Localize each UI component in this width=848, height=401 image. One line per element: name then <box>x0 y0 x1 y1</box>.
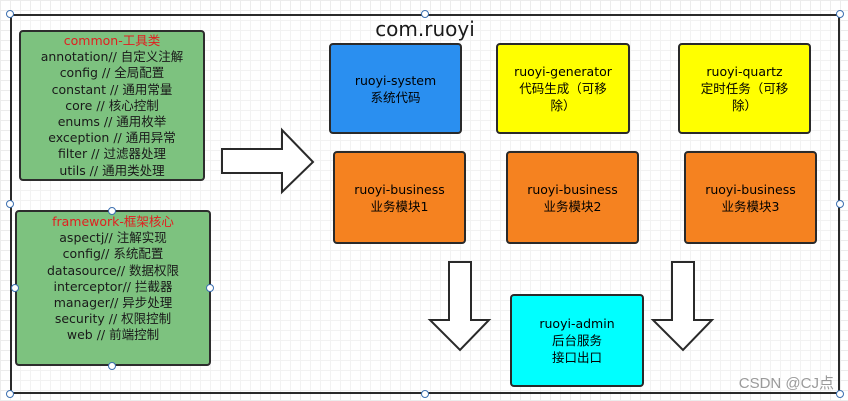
framework-heading: framework-框架核心 <box>52 214 174 229</box>
common-line: core // 核心控制 <box>65 97 159 113</box>
module-desc: 业务模块2 <box>543 198 602 214</box>
framework-line: interceptor// 拦截器 <box>53 278 173 294</box>
module-name: ruoyi-system <box>354 72 437 88</box>
framework-line: aspectj// 注解实现 <box>59 230 167 246</box>
module-name: ruoyi-quartz <box>706 64 783 79</box>
down-arrow-right <box>650 261 715 352</box>
common-line: utils // 通用类处理 <box>59 162 165 178</box>
module-desc: 业务模块1 <box>370 198 429 214</box>
framework-line: manager// 异步处理 <box>53 295 173 311</box>
common-heading: common-工具类 <box>63 33 161 48</box>
resize-handle-top-left[interactable] <box>6 10 14 18</box>
framework-line: web // 前端控制 <box>66 327 160 343</box>
common-box[interactable]: common-工具类 annotation// 自定义注解 config // … <box>19 30 205 181</box>
module-name: ruoyi-business <box>354 181 445 197</box>
resize-handle-top[interactable] <box>421 10 429 18</box>
module-desc: 后台服务 <box>551 333 602 348</box>
module-ruoyi-business-3[interactable]: ruoyi-business 业务模块3 <box>684 151 817 244</box>
framework-line: security // 权限控制 <box>54 311 172 327</box>
module-name: ruoyi-business <box>527 181 618 197</box>
right-arrow <box>221 127 315 195</box>
module-name: ruoyi-generator <box>514 64 612 79</box>
framework-handle-top[interactable] <box>108 207 116 215</box>
common-line: annotation// 自定义注解 <box>40 49 184 65</box>
module-ruoyi-business-1[interactable]: ruoyi-business 业务模块1 <box>333 151 466 244</box>
framework-line: datasource// 数据权限 <box>46 262 180 278</box>
common-line: enums // 通用枚举 <box>57 114 167 130</box>
down-arrow-left <box>427 261 492 352</box>
common-line: exception // 通用异常 <box>48 130 176 146</box>
module-ruoyi-quartz[interactable]: ruoyi-quartz 定时任务（可移除） <box>678 43 811 134</box>
framework-handle-left[interactable] <box>11 284 19 292</box>
module-name: ruoyi-business <box>705 181 796 197</box>
common-line: constant // 通用常量 <box>51 81 173 97</box>
framework-box[interactable]: framework-框架核心 aspectj// 注解实现 config// 系… <box>15 210 211 366</box>
watermark: CSDN @CJ点 <box>738 375 834 392</box>
framework-handle-bottom[interactable] <box>108 362 116 370</box>
common-line: config // 全局配置 <box>59 65 165 81</box>
module-name: ruoyi-admin <box>539 316 615 331</box>
diagram-title: com.ruoyi <box>375 17 475 41</box>
module-desc: 代码生成（可移除） <box>519 81 607 113</box>
framework-handle-right[interactable] <box>206 284 214 292</box>
module-ruoyi-business-2[interactable]: ruoyi-business 业务模块2 <box>506 151 639 244</box>
module-ruoyi-generator[interactable]: ruoyi-generator 代码生成（可移除） <box>496 43 630 134</box>
resize-handle-left[interactable] <box>6 200 14 208</box>
resize-handle-top-right[interactable] <box>836 10 844 18</box>
resize-handle-bottom-left[interactable] <box>6 390 14 398</box>
resize-handle-bottom-right[interactable] <box>836 390 844 398</box>
resize-handle-right[interactable] <box>836 200 844 208</box>
module-desc: 接口出口 <box>551 350 602 365</box>
module-ruoyi-system[interactable]: ruoyi-system 系统代码 <box>329 43 462 134</box>
resize-handle-bottom[interactable] <box>421 390 429 398</box>
module-desc: 定时任务（可移除） <box>700 81 789 113</box>
module-desc: 系统代码 <box>370 89 421 105</box>
common-line: filter // 过滤器处理 <box>58 146 166 162</box>
framework-line: config// 系统配置 <box>62 246 164 262</box>
module-ruoyi-admin[interactable]: ruoyi-admin 后台服务 接口出口 <box>510 294 644 387</box>
module-desc: 业务模块3 <box>721 198 780 214</box>
